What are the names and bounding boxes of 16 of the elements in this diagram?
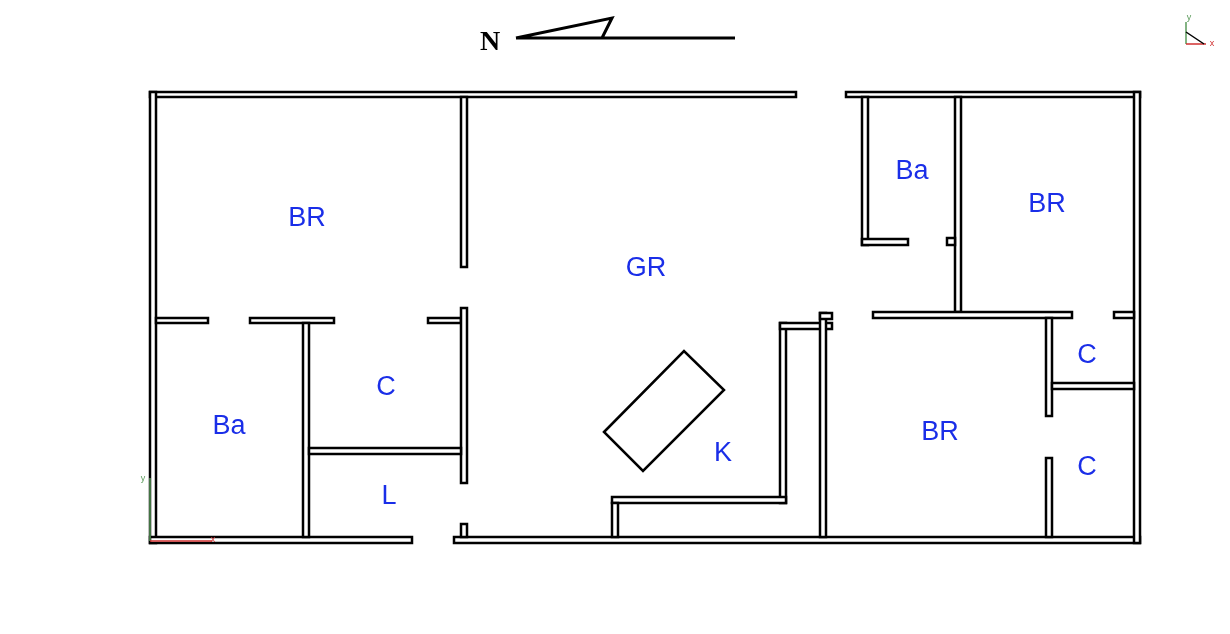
room-label: K [714, 438, 732, 466]
room-label: GR [625, 253, 667, 281]
compass-label: N [479, 27, 501, 55]
room-label: BR [1028, 189, 1066, 217]
room-label: BR [288, 203, 326, 231]
room-label: C [376, 372, 396, 400]
room-label: C [1077, 340, 1097, 368]
room-label: BR [921, 417, 959, 445]
room-label: Ba [895, 156, 929, 184]
room-label: C [1077, 452, 1097, 480]
axis-label: x [210, 534, 216, 544]
axis-label: x [1209, 38, 1215, 48]
axis-label: y [1186, 12, 1192, 22]
axis-label: y [140, 473, 146, 483]
room-label: Ba [212, 411, 246, 439]
room-label: L [381, 481, 397, 509]
